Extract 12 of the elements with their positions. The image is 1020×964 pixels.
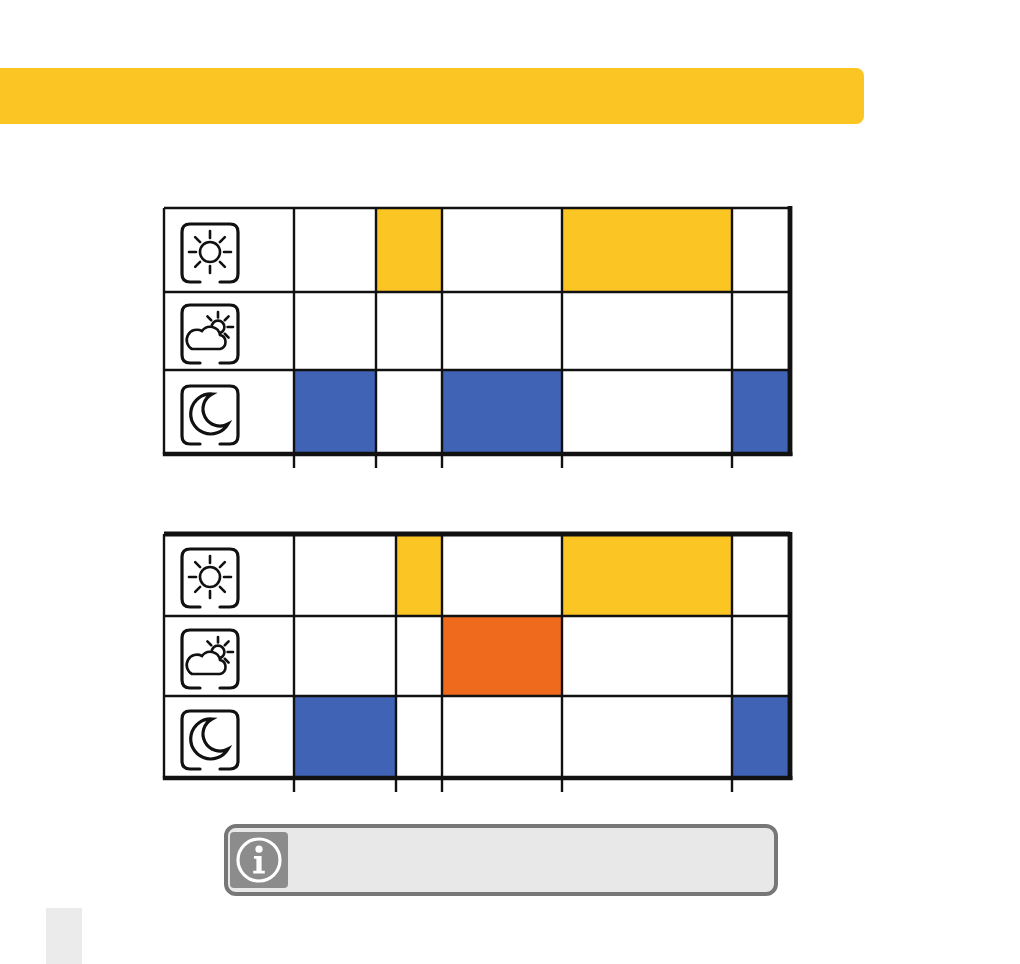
- schedule-block: [396, 534, 442, 616]
- schedule-block: [562, 534, 732, 616]
- schedule-block: [562, 208, 732, 292]
- schedule-grid: [160, 204, 794, 472]
- schedule-block: [294, 696, 396, 778]
- info-box: [224, 824, 778, 896]
- header-band: [0, 68, 864, 124]
- schedule-grid: [160, 530, 794, 796]
- schedule-block: [294, 370, 376, 454]
- schedule-block: [442, 616, 562, 696]
- schedule-block: [442, 370, 562, 454]
- schedule-block: [376, 208, 442, 292]
